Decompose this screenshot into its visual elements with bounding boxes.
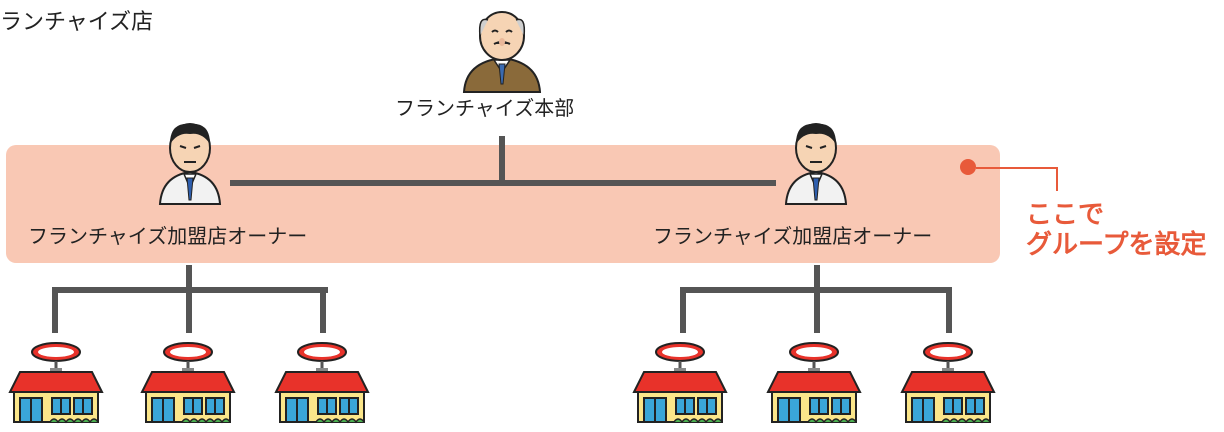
diagram-title: ランチャイズ店 — [0, 10, 154, 35]
store-icon — [632, 342, 728, 424]
hq-person-icon — [462, 11, 542, 93]
owner-left-person-icon — [158, 123, 222, 205]
right-tree-drop-1 — [680, 287, 686, 333]
left-tree-drop-3 — [320, 287, 326, 333]
callout-leader-horizontal — [976, 167, 1058, 169]
store-icon — [900, 342, 996, 424]
right-tree-trunk — [814, 265, 820, 290]
hq-label: フランチャイズ本部 — [395, 96, 575, 120]
left-tree-trunk — [186, 265, 192, 290]
owner-left-label: フランチャイズ加盟店オーナー — [28, 224, 308, 248]
hq-connector-vertical — [499, 136, 505, 184]
store-icon — [766, 342, 862, 424]
callout-line-1: ここで — [1026, 200, 1105, 230]
left-tree-drop-1 — [52, 287, 58, 333]
owners-connector-horizontal — [230, 180, 776, 186]
store-icon — [140, 342, 236, 424]
owner-right-label: フランチャイズ加盟店オーナー — [653, 224, 933, 248]
owner-right-person-icon — [784, 123, 848, 205]
callout-dot — [960, 159, 976, 175]
callout-line-2: グループを設定 — [1026, 230, 1207, 260]
store-icon — [274, 342, 370, 424]
store-icon — [8, 342, 104, 424]
callout-text: ここで グループを設定 — [1026, 200, 1206, 260]
right-tree-drop-3 — [946, 287, 952, 333]
callout-leader-vertical — [1056, 167, 1058, 191]
right-tree-drop-2 — [814, 287, 820, 333]
left-tree-drop-2 — [186, 287, 192, 333]
